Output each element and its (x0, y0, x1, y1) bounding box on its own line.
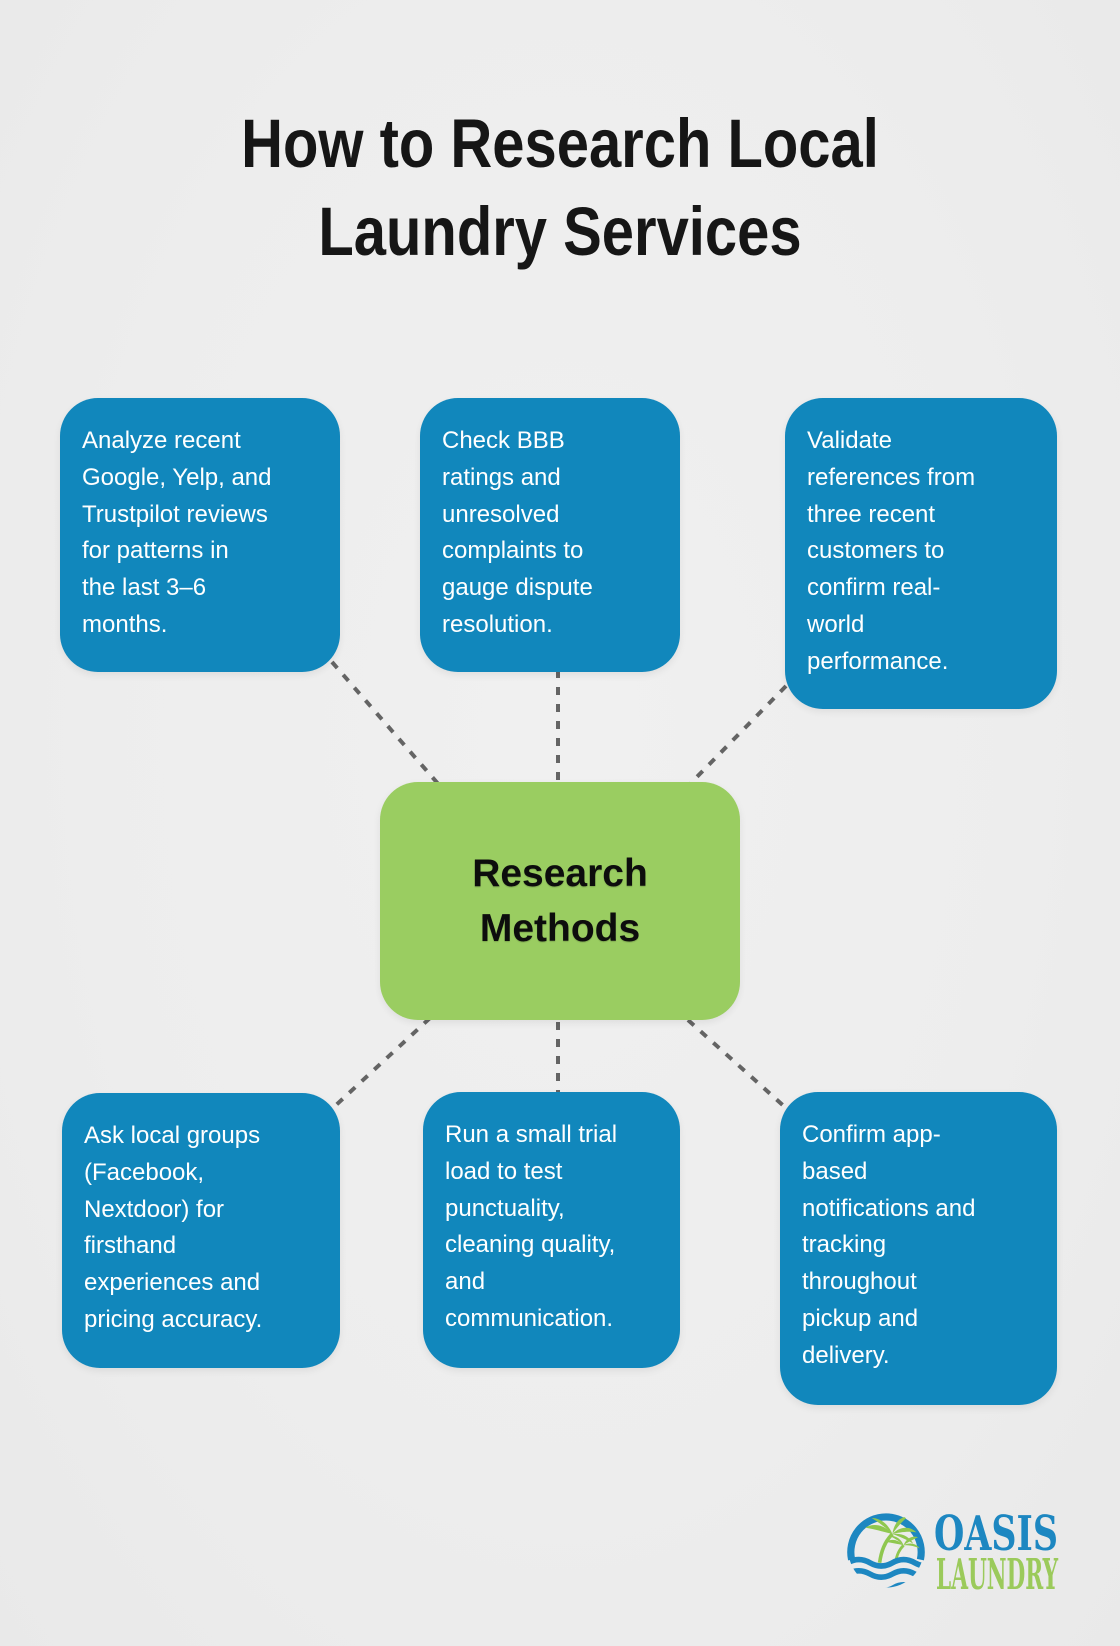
method-box-bbb-ratings: Check BBB ratings and unresolved complai… (420, 398, 680, 672)
method-box-online-reviews: Analyze recent Google, Yelp, and Trustpi… (60, 398, 340, 672)
connector-line-top-left (330, 660, 442, 788)
method-box-local-groups: Ask local groups (Facebook, Nextdoor) fo… (62, 1093, 340, 1368)
connector-line-bottom-left (333, 1016, 432, 1108)
connector-line-top-right (686, 684, 788, 788)
connector-line-bottom-right (686, 1018, 788, 1110)
central-topic-box: Research Methods (380, 782, 740, 1020)
brand-wordmark: OASIS LAUNDRY (934, 1506, 1059, 1596)
method-box-trial-load: Run a small trial load to test punctuali… (423, 1092, 680, 1368)
brand-name-top: OASIS (934, 1506, 1058, 1562)
brand-logo: OASIS LAUNDRY (846, 1506, 1068, 1596)
page-title: How to Research Local Laundry Services (241, 105, 879, 270)
palm-island-waves-icon (847, 1513, 925, 1588)
method-box-customer-references: Validate references from three recent cu… (785, 398, 1057, 709)
brand-name-bottom: LAUNDRY (936, 1550, 1059, 1596)
method-box-app-tracking: Confirm app- based notifications and tra… (780, 1092, 1057, 1405)
